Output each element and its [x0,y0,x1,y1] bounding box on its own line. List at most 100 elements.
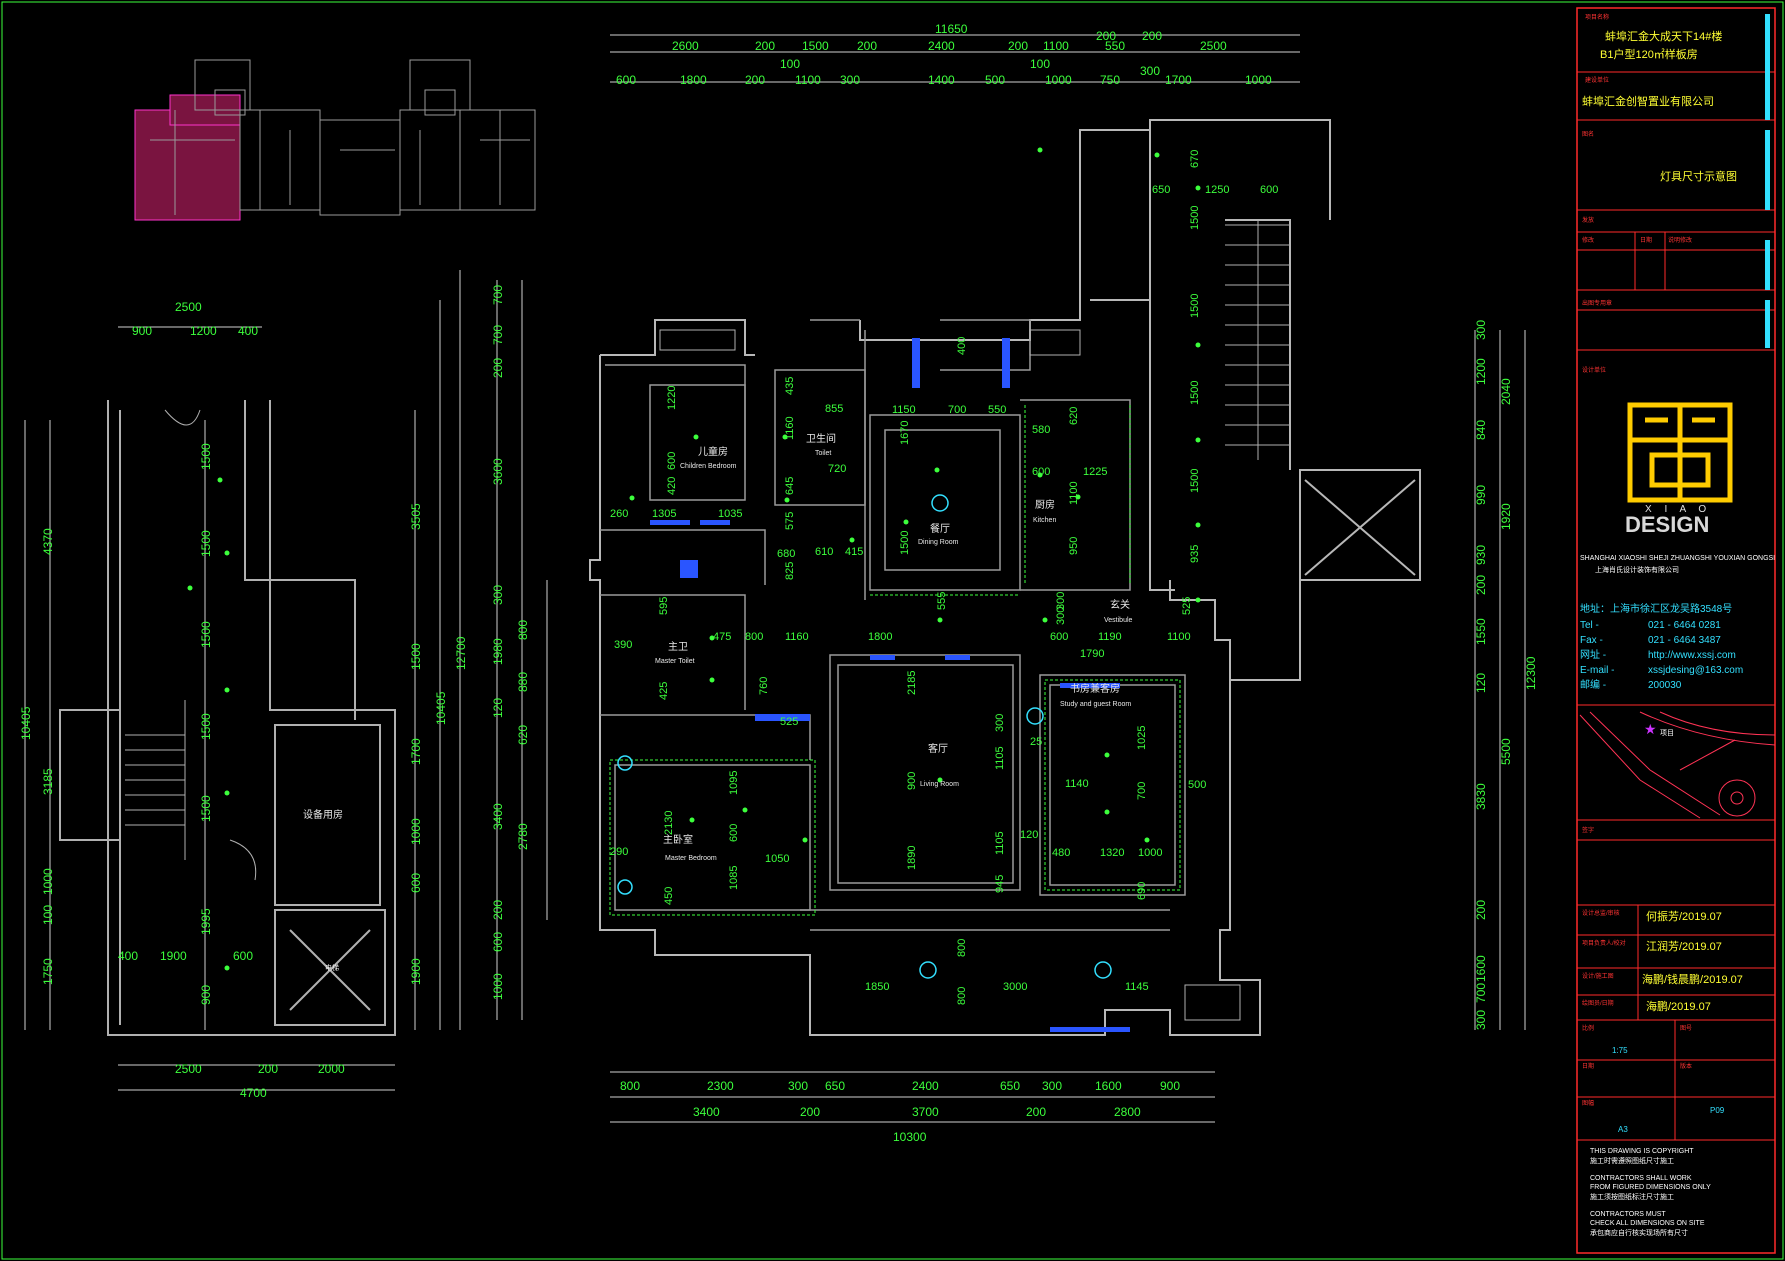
svg-text:1500: 1500 [1189,381,1201,405]
svg-text:1200: 1200 [190,324,217,338]
svg-text:400: 400 [118,949,138,963]
sign-rows: 设计总监/审核 何振芳/2019.07 项目负责人/校对 江润芳/2019.07… [1582,909,1743,1013]
svg-text:1500: 1500 [1189,294,1201,318]
svg-text:690: 690 [1136,882,1148,900]
svg-text:900: 900 [1160,1079,1180,1093]
svg-text:12700: 12700 [454,636,468,670]
svg-text:750: 750 [1100,73,1120,87]
svg-text:1800: 1800 [680,73,707,87]
svg-text:3600: 3600 [491,458,505,485]
svg-text:1670: 1670 [899,421,911,445]
svg-text:1500: 1500 [199,621,213,648]
svg-text:1920: 1920 [1499,503,1513,530]
svg-text:1500: 1500 [199,443,213,470]
svg-text:290: 290 [610,846,628,858]
svg-text:11650: 11650 [935,22,968,36]
svg-text:CONTRACTORS MUST: CONTRACTORS MUST [1590,1211,1666,1218]
version-label: 版本 [1680,1062,1692,1070]
svg-text:2400: 2400 [928,39,955,53]
svg-text:海鹏/钱晨鹏/2019.07: 海鹏/钱晨鹏/2019.07 [1642,972,1743,986]
svg-text:1500: 1500 [1189,469,1201,493]
svg-text:1550: 1550 [1474,618,1488,645]
svg-text:Tel -: Tel - [1580,620,1599,631]
svg-text:100: 100 [41,905,55,925]
svg-text:2185: 2185 [906,671,918,695]
svg-text:Children Bedroom: Children Bedroom [680,463,737,470]
svg-text:1790: 1790 [1080,648,1104,660]
svg-text:1700: 1700 [1165,73,1192,87]
svg-text:2500: 2500 [175,1062,202,1076]
scale-value: 1:75 [1612,1046,1628,1055]
svg-text:修改: 修改 [1582,236,1594,244]
logo-word: DESIGN [1625,512,1709,537]
svg-text:2500: 2500 [1200,39,1227,53]
equipment-room-label: 设备用房 [303,808,343,821]
svg-text:200: 200 [491,358,505,378]
svg-text:550: 550 [988,404,1006,416]
svg-text:1500: 1500 [409,643,423,670]
left-plan-vertical-dims: 4370 1500 1500 1500 1500 1500 1995 3505 … [19,443,468,985]
svg-text:1000: 1000 [1245,73,1272,87]
svg-text:435: 435 [784,377,796,395]
svg-text:555: 555 [936,592,948,610]
svg-text:1035: 1035 [718,508,742,520]
svg-text:645: 645 [784,477,796,495]
svg-text:xssjdesing@163.com: xssjdesing@163.com [1648,665,1743,676]
stamp-label: 出图专用章 [1582,299,1612,307]
room-vestibule: 玄关 [1110,598,1130,611]
svg-text:840: 840 [1474,420,1488,440]
svg-text:Toilet: Toilet [815,450,831,457]
main-floor-plan: 儿童房 Children Bedroom 卫生间 Toilet 餐厅 Dinin… [496,34,1526,1123]
svg-text:300: 300 [1140,64,1160,78]
size-label: 图幅 [1582,1099,1594,1107]
svg-text:1100: 1100 [795,73,821,87]
svg-text:600: 600 [409,873,423,893]
svg-text:400: 400 [238,324,258,338]
room-master-bedroom: 主卧室 [663,833,693,846]
svg-text:300: 300 [1474,1010,1488,1030]
room-study-guest: 书房兼客房 [1070,682,1120,695]
svg-text:200: 200 [1008,39,1028,53]
svg-text:620: 620 [1068,407,1080,425]
left-plan: 设备用房 电梯 2500 900 1200 400 [24,270,461,1091]
svg-text:Living Room: Living Room [920,781,959,788]
svg-text:990: 990 [1474,485,1488,505]
svg-text:650: 650 [1152,184,1170,196]
svg-text:200: 200 [800,1105,820,1119]
svg-text:何振芳/2019.07: 何振芳/2019.07 [1646,909,1722,923]
svg-text:650: 650 [1000,1079,1020,1093]
svg-text:1000: 1000 [409,818,423,845]
svg-text:1160: 1160 [785,631,809,643]
svg-text:江润芳/2019.07: 江润芳/2019.07 [1646,939,1722,953]
svg-text:300: 300 [1055,607,1067,625]
svg-text:300: 300 [1055,592,1067,610]
svg-text:600: 600 [1260,184,1278,196]
room-children-bedroom: 儿童房 [698,445,728,458]
svg-text:300: 300 [1474,320,1488,340]
svg-text:120: 120 [491,698,505,718]
svg-text:200: 200 [258,1062,278,1076]
svg-text:200: 200 [1474,900,1488,920]
svg-text:25: 25 [1030,736,1042,748]
map-marker-label: 项目 [1660,729,1674,737]
svg-text:2780: 2780 [516,823,530,850]
svg-text:300: 300 [840,73,860,87]
svg-text:700: 700 [491,325,505,345]
svg-text:1750: 1750 [41,958,55,985]
svg-text:1500: 1500 [199,713,213,740]
sheet-no-label: 图号 [1680,1025,1692,1032]
main-plan-left-dims: 700 700 200 3600 300 800 1980 880 120 62… [491,285,530,1000]
svg-text:600: 600 [491,932,505,952]
svg-text:1105: 1105 [994,746,1006,770]
svg-text:3000: 3000 [1003,981,1027,993]
svg-text:600: 600 [728,824,740,842]
svg-text:580: 580 [1032,424,1050,436]
location-map [1579,711,1776,819]
svg-text:1100: 1100 [1043,39,1069,53]
svg-text:5500: 5500 [1499,738,1513,765]
svg-text:1025: 1025 [1136,726,1148,750]
svg-text:说明修改: 说明修改 [1668,236,1692,244]
svg-text:525: 525 [780,716,798,728]
svg-text:10300: 10300 [893,1130,927,1144]
